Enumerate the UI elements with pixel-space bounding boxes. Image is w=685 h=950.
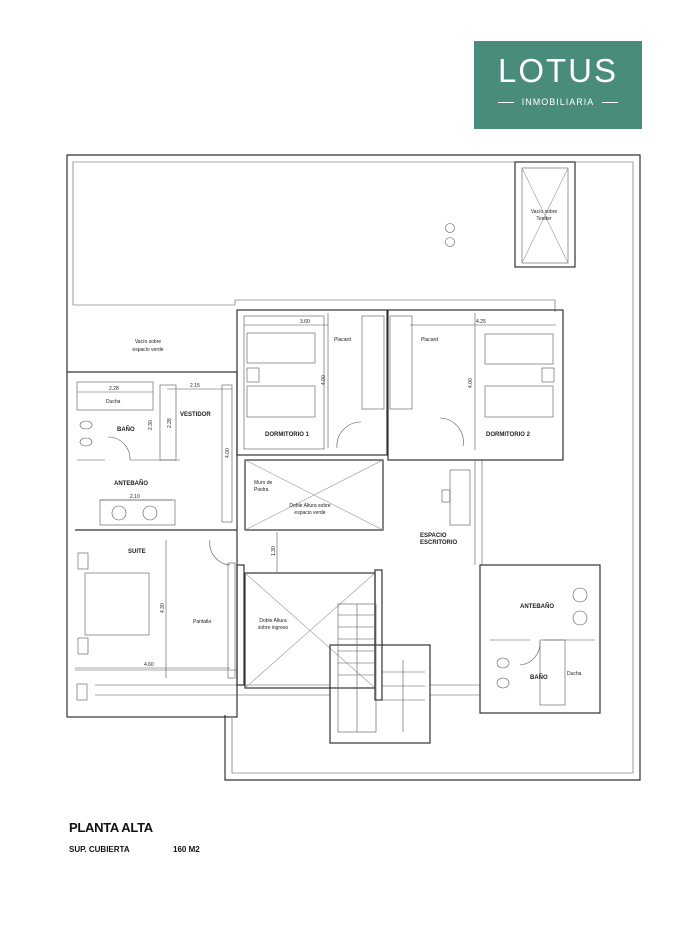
dormitorio-1 bbox=[236, 309, 388, 456]
surface-value: 160 M2 bbox=[173, 845, 200, 854]
label-muro: Piedra bbox=[254, 487, 269, 493]
pantalla-wall bbox=[227, 562, 236, 679]
label-espacio-escritorio: ESCRITORIO bbox=[420, 540, 458, 546]
dim-d2-width: 4.25 bbox=[476, 319, 486, 325]
label-doble-altura-ingreso: Doble Altura bbox=[259, 618, 286, 624]
dimensions: 3.60 4.00 4.25 4.00 2.28 2.30 2.15 2.28 … bbox=[75, 313, 556, 678]
left-wing bbox=[66, 371, 238, 718]
dim-pasillo: 1.30 bbox=[271, 546, 277, 556]
label-vacio-verde: Vacío sobre bbox=[135, 339, 162, 345]
label-doble-altura-ingreso: sobre ingreso bbox=[258, 625, 289, 631]
dormitorio-2 bbox=[387, 309, 564, 461]
dim-d1-depth: 4.00 bbox=[321, 375, 327, 385]
double-sink bbox=[99, 499, 176, 526]
logo-name: LOTUS bbox=[497, 52, 619, 89]
label-muro: Muro de bbox=[254, 480, 273, 486]
bed-icon bbox=[246, 385, 316, 418]
bed-icon bbox=[246, 332, 316, 364]
label-vacio-verde: espacio verde bbox=[132, 347, 163, 353]
label-placard: Placard bbox=[421, 337, 438, 343]
dim-vestidor-depth: 2.28 bbox=[167, 418, 173, 428]
label-bano: BAÑO bbox=[117, 426, 135, 433]
logo-subtitle: INMOBILIARIA bbox=[521, 97, 595, 107]
dim-d1-width: 3.60 bbox=[300, 319, 310, 325]
dim-bano-width: 2.28 bbox=[109, 386, 119, 392]
dim-d2-depth: 4.00 bbox=[468, 378, 474, 388]
bidet-icon bbox=[496, 677, 510, 689]
double-height-green bbox=[244, 459, 384, 531]
terrace-outer-wall bbox=[66, 154, 641, 781]
tender-void bbox=[514, 161, 576, 268]
light-fixture-icon bbox=[445, 237, 455, 247]
bed-icon bbox=[484, 333, 554, 365]
dim-antebano-width: 2.10 bbox=[130, 494, 140, 500]
label-espacio-escritorio: ESPACIO bbox=[420, 533, 447, 539]
label-ducha: Ducha bbox=[567, 671, 582, 677]
label-antebano: ANTEBAÑO bbox=[114, 480, 148, 487]
label-placard: Placard bbox=[334, 337, 351, 343]
right-bath bbox=[479, 564, 601, 714]
desk bbox=[449, 469, 471, 526]
label-vacio-tender: Vacío sobre bbox=[531, 209, 558, 215]
light-fixture-icon bbox=[445, 223, 455, 233]
toilet-icon bbox=[79, 437, 93, 447]
label-dormitorio-2: DORMITORIO 2 bbox=[486, 432, 531, 438]
label-vestidor: VESTIDOR bbox=[180, 412, 211, 418]
label-doble-altura: Doble Altura sobre bbox=[289, 503, 330, 509]
toilet-icon bbox=[496, 657, 510, 669]
label-vacio-tender: Tender bbox=[536, 216, 552, 222]
dim-vestidor-depth: 4.00 bbox=[225, 448, 231, 458]
bed-icon bbox=[84, 572, 150, 636]
bidet-icon bbox=[79, 420, 93, 430]
plan-title: PLANTA ALTA bbox=[69, 820, 153, 835]
bed-icon bbox=[484, 385, 554, 418]
label-pantalla: Pantalla bbox=[193, 619, 211, 625]
terrace-inner-line bbox=[72, 161, 634, 774]
dim-suite-depth: 4.30 bbox=[160, 603, 166, 613]
label-bano: BAÑO bbox=[530, 674, 548, 681]
dim-vestidor-width: 2.15 bbox=[190, 383, 200, 389]
label-antebano: ANTEBAÑO bbox=[520, 603, 554, 610]
label-ducha: Ducha bbox=[106, 399, 121, 405]
label-dormitorio-1: DORMITORIO 1 bbox=[265, 432, 310, 438]
dim-suite-width: 4.60 bbox=[144, 662, 154, 668]
dim-bano-depth: 2.30 bbox=[148, 420, 154, 430]
surface-label: SUP. CUBIERTA bbox=[69, 845, 130, 854]
label-doble-altura: espacio verde bbox=[294, 510, 325, 516]
staircase bbox=[329, 603, 431, 744]
label-suite: SUITE bbox=[128, 549, 146, 555]
lotus-logo: LOTUS INMOBILIARIA bbox=[474, 41, 642, 129]
